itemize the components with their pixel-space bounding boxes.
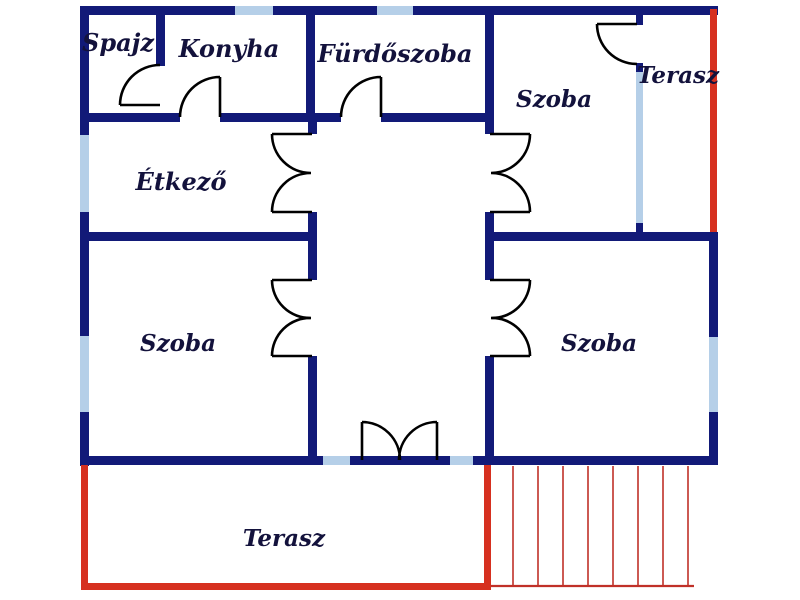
window-right-szoba — [709, 337, 718, 412]
door-terasz-top — [595, 22, 638, 66]
room-label-konyha: Konyha — [178, 34, 280, 63]
stairs — [491, 466, 694, 588]
window-top-furdoszoba — [377, 6, 413, 15]
room-label-terasz-top: Terasz — [637, 62, 720, 89]
double-door-szoba-tr — [490, 132, 532, 214]
wall-konyha-divider — [306, 6, 315, 118]
room-label-spajz: Spajz — [82, 28, 155, 57]
window-top-konyha — [235, 6, 273, 15]
wall-hall-left-3 — [308, 356, 317, 465]
wall-top-rooms-south-1 — [80, 113, 180, 122]
room-label-etkezo: Étkező — [135, 167, 227, 196]
wall-hall-right-2 — [485, 212, 494, 280]
french-door-terasz — [360, 420, 439, 461]
wall-terasz-stub-bottom — [636, 223, 643, 232]
wall-terasz-stub-top — [636, 6, 643, 25]
terrace-edge-inner — [484, 465, 491, 590]
terrace-edge-right — [710, 9, 717, 233]
window-left-szoba — [80, 336, 89, 412]
double-door-etkezo — [270, 132, 312, 214]
terrace-edge-bottom — [81, 583, 491, 590]
doors — [118, 22, 638, 461]
wall-bottom — [80, 456, 718, 465]
double-door-szoba-br — [490, 278, 532, 358]
wall-top-rooms-south-2 — [220, 113, 341, 122]
room-label-szoba-bottom-right: Szoba — [561, 330, 637, 357]
terrace-edge-left — [81, 465, 88, 586]
wall-right-block-divider — [485, 232, 718, 241]
wall-hall-right-1 — [485, 6, 494, 134]
glass-wall-terasz — [636, 72, 643, 223]
wall-hall-left-2 — [308, 212, 317, 280]
wall-spajz-divider — [156, 6, 165, 66]
wall-hall-left-1 — [308, 113, 317, 134]
windows — [80, 6, 718, 465]
window-bottom-right-of-door — [450, 456, 473, 465]
door-furdoszoba — [339, 75, 383, 118]
terrace-bottom-outline — [81, 465, 491, 590]
room-label-terasz-bottom: Terasz — [243, 525, 326, 552]
room-labels: Spajz Konyha Fürdőszoba Szoba Terasz Étk… — [82, 28, 720, 552]
window-left-etkezo — [80, 135, 89, 212]
room-label-szoba-bottom-left: Szoba — [140, 330, 216, 357]
room-label-szoba-top-right: Szoba — [516, 86, 592, 113]
wall-terasz-stub-mid — [636, 63, 643, 72]
room-label-furdoszoba: Fürdőszoba — [317, 39, 473, 68]
door-spajz — [118, 63, 161, 107]
wall-hall-right-3 — [485, 356, 494, 465]
door-konyha — [178, 75, 222, 118]
double-door-szoba-bl — [270, 278, 312, 358]
inner-walls — [80, 6, 718, 465]
wall-top-rooms-south-3 — [381, 113, 494, 122]
window-bottom-left-of-door — [323, 456, 350, 465]
wall-etkezo-szoba-divider — [80, 232, 317, 241]
